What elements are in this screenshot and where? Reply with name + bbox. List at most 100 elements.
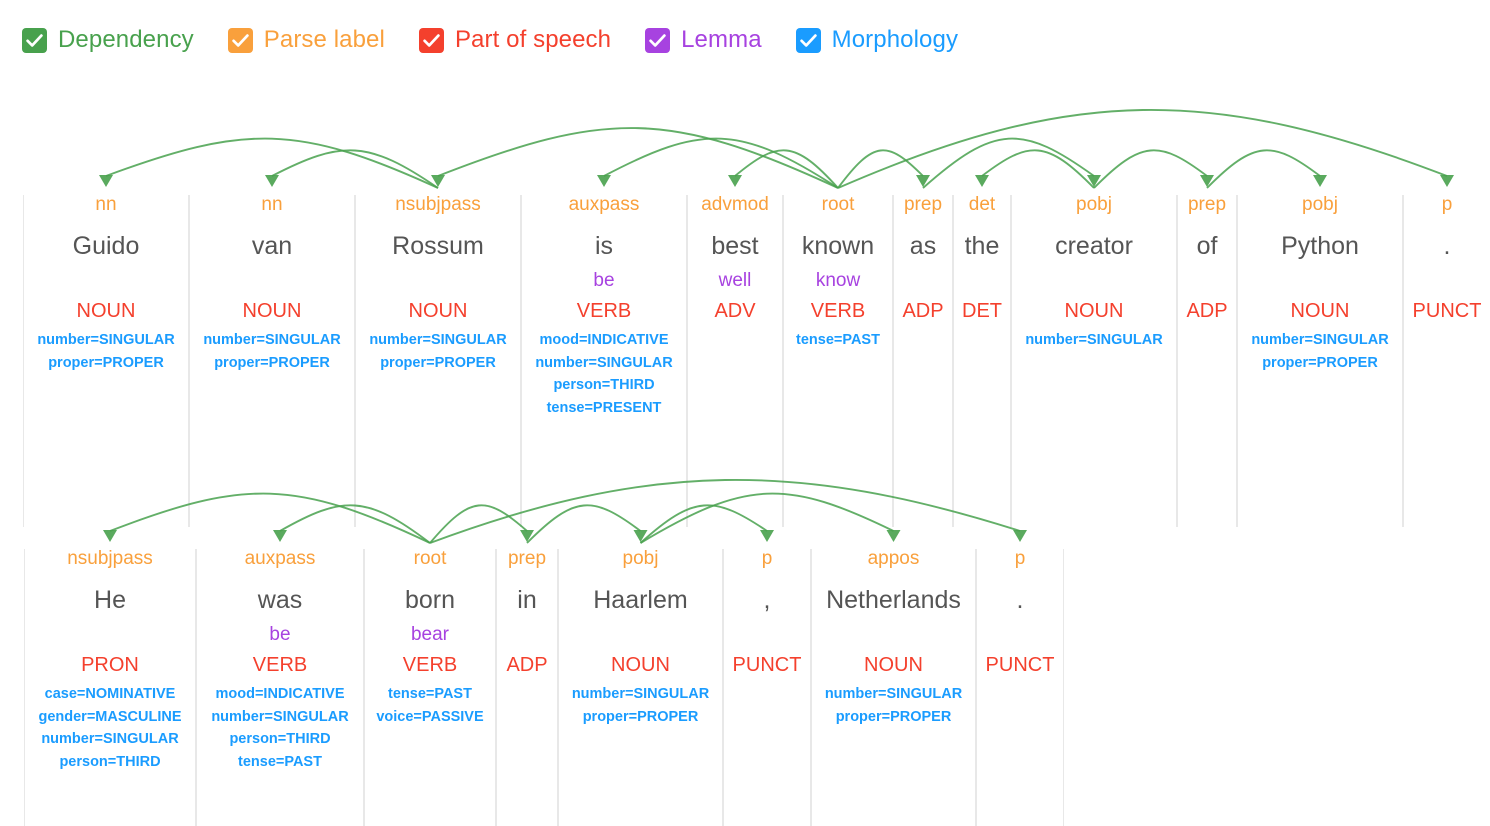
legend-toggle-parse-label[interactable]: Parse label xyxy=(227,26,385,54)
morphology-feature: proper=PROPER xyxy=(214,354,330,371)
morphology-feature: proper=PROPER xyxy=(1262,354,1378,371)
token-word: creator xyxy=(1055,232,1133,260)
part-of-speech-tag: VERB xyxy=(576,300,632,322)
legend-toggle-part-of-speech[interactable]: Part of speech xyxy=(418,26,612,54)
dependency-arcs-sentence-2 xyxy=(103,478,1027,544)
dependency-arc[interactable] xyxy=(1206,149,1327,189)
arrowhead-icon xyxy=(431,175,445,187)
dependency-arc[interactable] xyxy=(639,504,775,544)
arrowhead-icon xyxy=(975,175,989,187)
morphology-feature: tense=PAST xyxy=(238,753,322,770)
checkbox-checked-icon[interactable] xyxy=(418,27,444,53)
dependency-arc[interactable] xyxy=(837,109,1454,189)
token-card[interactable]: p. PUNCT xyxy=(976,549,1064,826)
dependency-arc[interactable] xyxy=(265,149,439,189)
dependency-arc[interactable] xyxy=(526,504,648,544)
checkbox-checked-icon[interactable] xyxy=(227,27,253,53)
dependency-arc[interactable] xyxy=(103,492,431,544)
morphology-feature: number=SINGULAR xyxy=(571,686,710,702)
part-of-speech-tag: PUNCT xyxy=(985,654,1055,676)
legend-label: Part of speech xyxy=(454,26,612,53)
part-of-speech-tag: NOUN xyxy=(242,300,302,322)
arrowhead-icon xyxy=(1440,175,1454,187)
dependency-arc[interactable] xyxy=(99,137,439,189)
arrowhead-icon xyxy=(99,175,113,187)
token-lemma: know xyxy=(815,270,861,291)
part-of-speech-tag: NOUN xyxy=(611,654,670,676)
token-card[interactable]: p. PUNCT xyxy=(1403,195,1490,527)
part-of-speech-tag: VERB xyxy=(810,300,866,322)
dependency-arc[interactable] xyxy=(431,127,839,189)
morphology-feature: proper=PROPER xyxy=(582,708,699,725)
legend-label: Parse label xyxy=(263,26,385,53)
dependency-arc[interactable] xyxy=(597,137,839,189)
checkbox-checked-icon[interactable] xyxy=(645,27,671,53)
checkbox-checked-icon[interactable] xyxy=(795,27,821,53)
part-of-speech-tag: NOUN xyxy=(1290,300,1350,322)
token-card[interactable]: p, PUNCT xyxy=(723,549,811,826)
arrowhead-icon xyxy=(1313,175,1327,187)
arrowhead-icon xyxy=(633,530,648,542)
parse-label: pobj xyxy=(1076,194,1112,215)
dependency-arc[interactable] xyxy=(922,137,1101,189)
dependency-arc[interactable] xyxy=(975,149,1095,189)
part-of-speech-tag: PUNCT xyxy=(732,654,802,676)
arrowhead-icon xyxy=(1013,530,1027,542)
dependency-arc[interactable] xyxy=(728,149,839,189)
checkbox-checked-icon[interactable] xyxy=(22,27,47,53)
legend-toggle-lemma[interactable]: Lemma xyxy=(645,26,762,54)
parse-label: p xyxy=(1441,194,1453,215)
parse-label: nn xyxy=(95,194,117,215)
morphology-feature: number=SINGULAR xyxy=(824,686,963,702)
dependency-arc[interactable] xyxy=(429,478,1027,544)
parse-label: nsubjpass xyxy=(395,194,481,215)
token-lemma: be xyxy=(593,270,615,291)
dependency-arc[interactable] xyxy=(640,492,901,544)
token-word: in xyxy=(517,586,537,614)
part-of-speech-tag: ADP xyxy=(1186,300,1228,322)
legend-toggle-dependency[interactable]: Dependency xyxy=(22,26,194,54)
feature-toggle-legend: Dependency Parse label Part of speech Lemma… xyxy=(0,0,1490,80)
dependency-arc[interactable] xyxy=(273,504,431,544)
arrowhead-icon xyxy=(597,175,611,187)
token-word: born xyxy=(404,586,456,614)
token-word: van xyxy=(251,232,293,260)
parse-label: pobj xyxy=(622,548,659,569)
dependency-arc[interactable] xyxy=(837,149,930,189)
arrowhead-icon xyxy=(760,530,774,542)
legend-toggle-morphology[interactable]: Morphology xyxy=(795,26,958,54)
token-word: Rossum xyxy=(392,232,484,260)
token-word: of xyxy=(1196,232,1218,260)
parse-label: p xyxy=(1014,548,1026,569)
token-word: best xyxy=(711,232,759,260)
dependency-arc[interactable] xyxy=(1093,149,1214,189)
dependency-arc[interactable] xyxy=(429,504,534,544)
morphology-feature: number=SINGULAR xyxy=(203,332,341,348)
token-word: . xyxy=(1443,232,1451,260)
part-of-speech-tag: VERB xyxy=(252,654,308,676)
token-lemma: bear xyxy=(410,624,450,645)
legend-label: Lemma xyxy=(681,26,762,53)
morphology-feature: tense=PAST xyxy=(388,686,472,702)
morphology-feature: number=SINGULAR xyxy=(369,332,507,348)
parse-label: nsubjpass xyxy=(67,548,153,569)
